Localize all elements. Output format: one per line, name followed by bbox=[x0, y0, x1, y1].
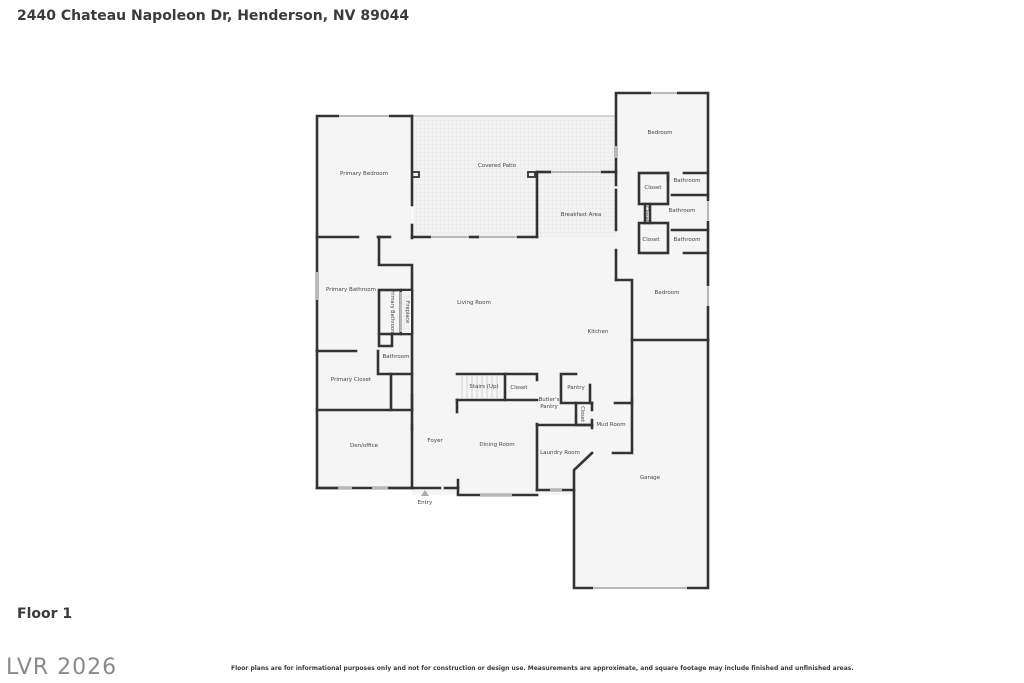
fireplace-hatch bbox=[402, 291, 411, 333]
label-stairs: Stairs (Up) bbox=[469, 384, 498, 390]
label-primary-bedroom: Primary Bedroom bbox=[340, 171, 388, 177]
label-breakfast-area: Breakfast Area bbox=[561, 212, 602, 218]
label-covered-patio: Covered Patio bbox=[478, 163, 517, 169]
label-den-office: Den/office bbox=[350, 443, 379, 449]
label-closet-2: Closet bbox=[643, 206, 649, 222]
label-closet-3: Closet bbox=[642, 237, 660, 243]
label-closet-1: Closet bbox=[644, 185, 662, 191]
label-mud-room: Mud Room bbox=[596, 422, 625, 428]
label-closet-5: Closet bbox=[579, 406, 585, 422]
label-fireplace: Fireplace bbox=[404, 301, 410, 323]
floor-label: Floor 1 bbox=[17, 606, 73, 622]
disclaimer-text: Floor plans are for informational purpos… bbox=[231, 665, 854, 672]
floor-fill bbox=[317, 93, 708, 587]
watermark: LVR 2026 bbox=[6, 655, 118, 680]
entry-arrow-icon bbox=[421, 490, 429, 496]
stair-treads bbox=[461, 375, 498, 399]
label-garage: Garage bbox=[640, 475, 661, 481]
room-labels: Primary Bedroom Covered Patio Breakfast … bbox=[326, 130, 701, 506]
label-primary-closet: Primary Closet bbox=[331, 377, 372, 383]
label-living-room: Living Room bbox=[457, 300, 491, 306]
label-bathroom-1: Bathroom bbox=[673, 178, 700, 184]
label-bathroom-3: Bathroom bbox=[673, 237, 700, 243]
property-address: 2440 Chateau Napoleon Dr, Henderson, NV … bbox=[17, 8, 410, 24]
label-butlers-pantry-line2: Pantry bbox=[540, 404, 558, 410]
label-foyer: Foyer bbox=[427, 438, 443, 444]
label-primary-bathroom: Primary Bathroom bbox=[326, 287, 376, 293]
covered-patio-area bbox=[413, 116, 616, 237]
walls bbox=[315, 91, 710, 590]
label-kitchen: Kitchen bbox=[588, 329, 609, 335]
label-bathroom-2: Bathroom bbox=[668, 208, 695, 214]
label-pantry: Pantry bbox=[567, 385, 585, 391]
label-butlers-pantry-line1: Butler's bbox=[539, 397, 560, 403]
label-dining-room: Dining Room bbox=[479, 442, 514, 448]
label-primary-bathroom-small: Primary Bathroom bbox=[389, 289, 395, 335]
label-bathroom-4: Bathroom bbox=[382, 354, 409, 360]
label-bedroom-2: Bedroom bbox=[655, 290, 680, 296]
label-entry: Entry bbox=[418, 500, 433, 506]
label-laundry-room: Laundry Room bbox=[540, 450, 580, 456]
windows bbox=[316, 92, 709, 589]
label-bedroom-1: Bedroom bbox=[648, 130, 673, 136]
label-closet-4: Closet bbox=[510, 385, 528, 391]
